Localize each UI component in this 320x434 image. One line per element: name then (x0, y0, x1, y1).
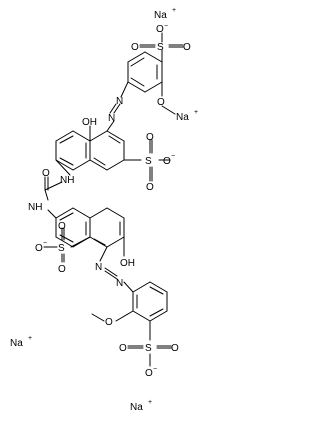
sulfur-atom: S (145, 156, 152, 167)
bond-lines (43, 32, 184, 367)
oxygen-atom: O (156, 24, 164, 35)
sodium-symbol: Na (176, 112, 189, 123)
amine-label: NH (28, 202, 42, 213)
sulfonate-group-top: O − O S O (131, 23, 191, 53)
negative-charge: − (171, 153, 175, 160)
azo-group-bottom: N N (95, 262, 123, 289)
azo-group-top: N N (108, 96, 123, 124)
hydroxyl-group-top: OH (82, 117, 97, 128)
nitrogen-atom: N (116, 96, 123, 107)
sodium-ion-bottom: Na + (130, 399, 152, 413)
oxygen-atom: O (58, 221, 66, 232)
sodium-symbol: Na (130, 402, 143, 413)
sulfonate-group-right: O S O − O (145, 132, 175, 193)
nitrogen-atom: N (95, 262, 102, 273)
sulfonate-group-bottom: O S O O − (119, 343, 179, 379)
positive-charge: + (28, 335, 32, 342)
oxygen-atom: O (163, 156, 171, 167)
sodium-ion-left: Na + (10, 335, 32, 349)
oxygen-atom: O (145, 368, 153, 379)
oxygen-atom: O (35, 243, 43, 254)
methoxy-group-top: O (157, 97, 165, 108)
sulfur-atom: S (58, 243, 65, 254)
carbonyl-oxygen: O (42, 168, 50, 179)
sulfonate-group-left: O S O − O (35, 221, 66, 275)
hydroxyl-label: OH (82, 117, 97, 128)
nitrogen-atom: N (108, 113, 115, 124)
oxygen-atom: O (131, 42, 139, 53)
oxygen-atom: O (146, 132, 154, 143)
chemical-structure-diagram: Na + O − O S O O N N OH O S O − O Na + N… (10, 7, 198, 413)
sodium-symbol: Na (154, 10, 167, 21)
oxygen-atom: O (119, 343, 127, 354)
sulfur-atom: S (145, 343, 152, 354)
sodium-ion-top: Na + (154, 7, 176, 21)
hydroxyl-label: OH (120, 258, 135, 269)
negative-charge: − (153, 366, 157, 373)
oxygen-atom: O (58, 264, 66, 275)
positive-charge: + (148, 399, 152, 406)
oxygen-atom: O (171, 343, 179, 354)
sulfur-atom: S (157, 42, 164, 53)
urea-linker: NH O NH (28, 168, 74, 213)
oxygen-atom: O (157, 97, 165, 108)
methoxy-group-bottom: O (105, 317, 113, 328)
sodium-symbol: Na (10, 338, 23, 349)
oxygen-atom: O (183, 42, 191, 53)
oxygen-atom: O (146, 182, 154, 193)
positive-charge: + (172, 7, 176, 14)
amine-label: NH (60, 175, 74, 186)
sodium-ion-right: Na + (176, 109, 198, 123)
oxygen-atom: O (105, 317, 113, 328)
negative-charge: − (43, 240, 47, 247)
negative-charge: − (164, 23, 168, 30)
nitrogen-atom: N (116, 278, 123, 289)
hydroxyl-group-bottom: OH (120, 258, 135, 269)
positive-charge: + (194, 109, 198, 116)
